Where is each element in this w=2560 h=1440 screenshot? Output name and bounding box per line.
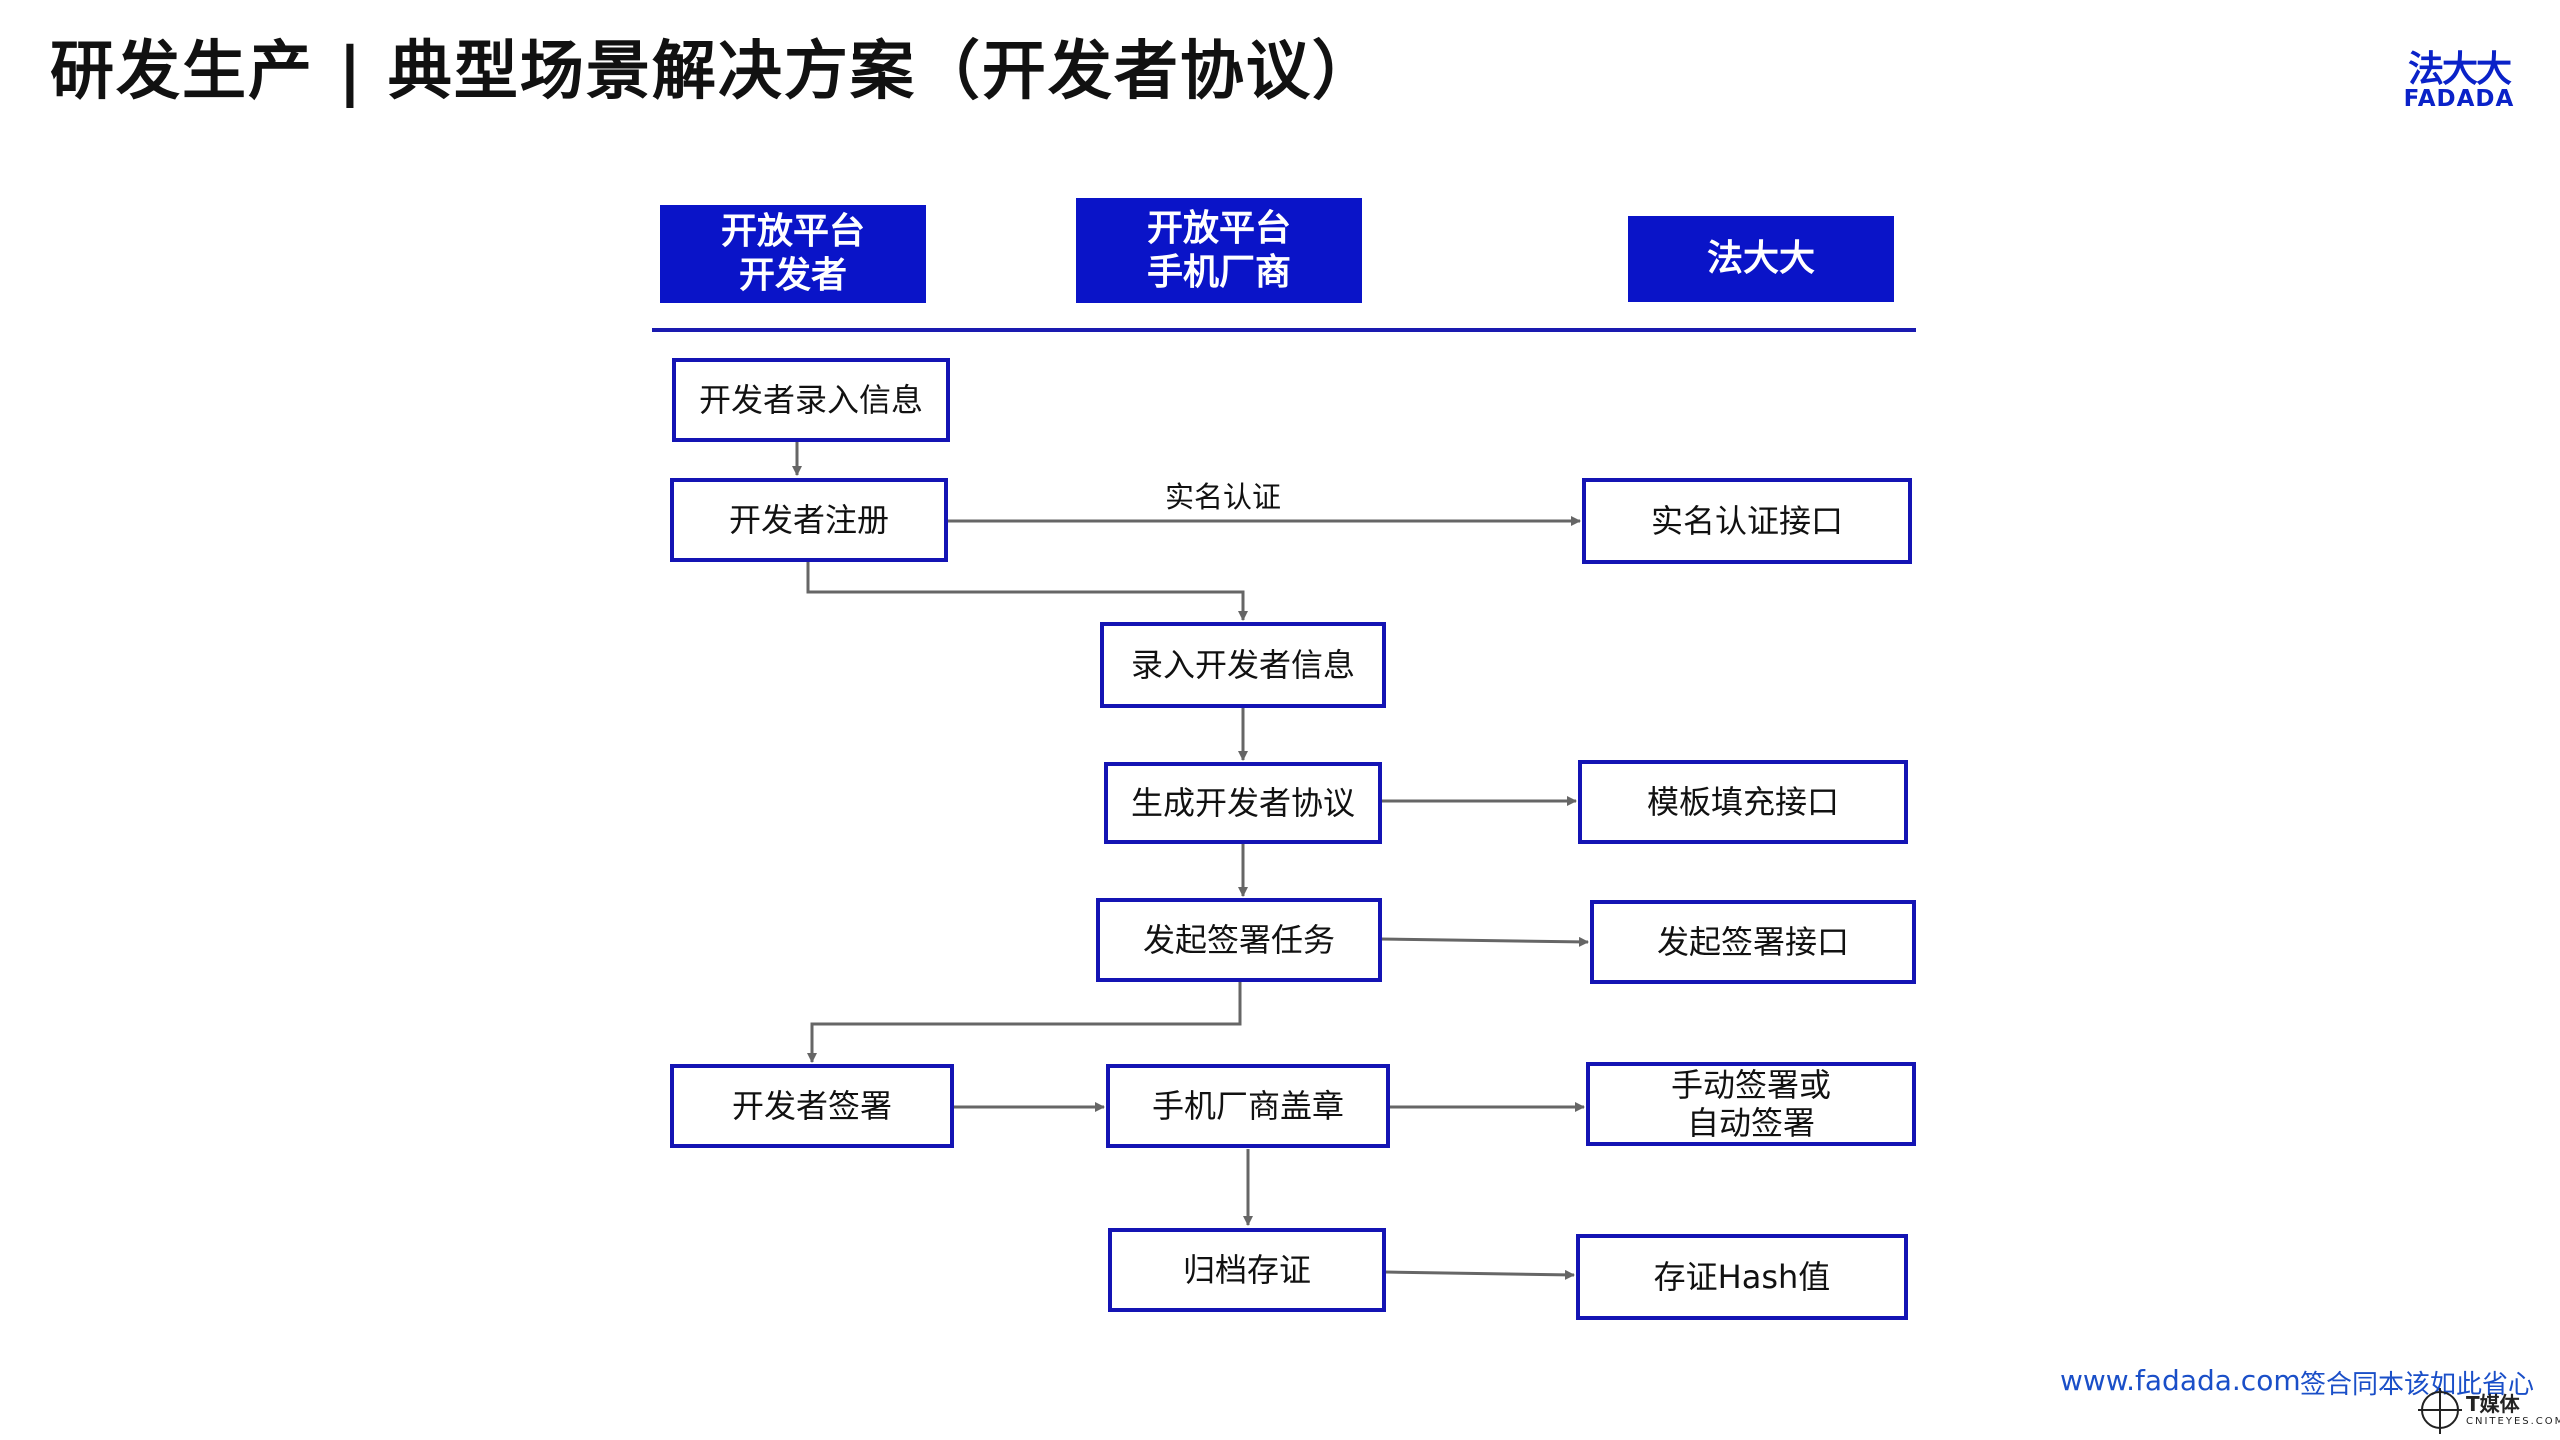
lane-divider	[652, 328, 1916, 332]
arrow-start-task-to-sign-api	[1379, 936, 1589, 947]
footer-slogan: 签合同本该如此省心	[2300, 1370, 2535, 1400]
watermark-cn-text: T媒体	[2466, 1392, 2520, 1416]
node-generate-agreement: 生成开发者协议	[1104, 762, 1382, 844]
logo-en-text: FADADA	[2403, 86, 2515, 112]
node-start-sign-api: 发起签署接口	[1590, 900, 1916, 984]
fadada-logo: 法大大 FADADA	[2400, 49, 2518, 113]
node-manual-or-auto-sign: 手动签署或 自动签署	[1586, 1062, 1916, 1146]
page-title: 研发生产 | 典型场景解决方案（开发者协议）	[50, 35, 1378, 109]
watermark-en-text: CNITEYES.COM	[2466, 1416, 2560, 1427]
watermark: T媒体 CNITEYES.COM	[2418, 1386, 2560, 1436]
lane-header-developer: 开放平台 开发者	[660, 205, 926, 303]
node-oem-seal: 手机厂商盖章	[1106, 1064, 1390, 1148]
node-hash-value: 存证Hash值	[1576, 1234, 1908, 1320]
node-realname-api: 实名认证接口	[1582, 478, 1912, 564]
arrow-archive-to-hash	[1384, 1269, 1575, 1280]
arrow-start-task-to-dev-sign	[807, 980, 1242, 1063]
arrow-register-to-input-dev-info	[806, 562, 1248, 621]
node-dev-input-info: 开发者录入信息	[672, 358, 950, 442]
lane-header-fadada: 法大大	[1628, 216, 1894, 302]
footer-url: www.fadada.com	[2060, 1364, 2301, 1397]
node-input-dev-info: 录入开发者信息	[1100, 622, 1386, 708]
node-template-fill-api: 模板填充接口	[1578, 760, 1908, 844]
node-dev-register: 开发者注册	[670, 478, 948, 562]
watermark-crosshair-icon	[2418, 1388, 2462, 1434]
edge-label-realname: 实名认证	[1165, 480, 1282, 514]
logo-cn-text: 法大大	[2407, 49, 2512, 90]
node-start-sign-task: 发起签署任务	[1096, 898, 1382, 982]
node-dev-sign: 开发者签署	[670, 1064, 954, 1148]
lane-header-oem: 开放平台 手机厂商	[1076, 198, 1362, 303]
node-archive: 归档存证	[1108, 1228, 1386, 1312]
